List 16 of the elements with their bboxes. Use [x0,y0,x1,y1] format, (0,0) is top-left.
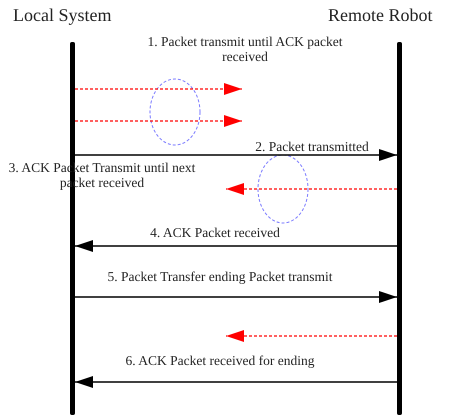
arrow [75,240,397,252]
edge-label: 5. Packet Transfer ending Packet transmit [106,268,334,285]
arrow [75,291,397,303]
arrow [226,330,397,342]
lifeline-title: Local System [13,5,112,26]
arrow [75,83,242,95]
lifeline [397,42,402,415]
lifeline-title: Remote Robot [328,5,432,26]
arrow [75,376,397,388]
arrow [75,149,397,161]
edge-label: 2. Packet transmitted [254,138,370,155]
edge-label: 4. ACK Packet received [149,224,281,241]
arrow [75,115,242,127]
edge-label: 6. ACK Packet received for ending [124,352,316,369]
step-note: 1. Packet transmit until ACK packet received [146,34,344,64]
arrow [226,183,397,195]
